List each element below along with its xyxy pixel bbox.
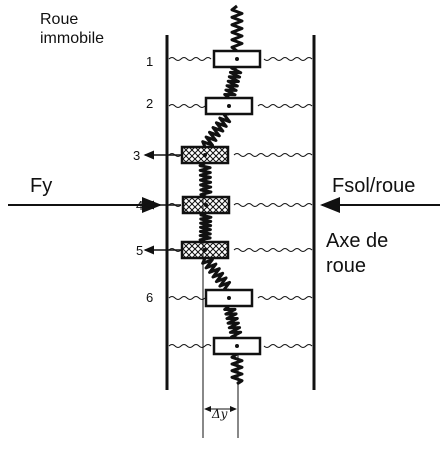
spring-segment-4 <box>198 211 213 244</box>
spring-segment-6 <box>223 304 243 340</box>
element-number-6: 6 <box>146 290 153 305</box>
tread-blocks <box>180 49 262 356</box>
tread-block-center-2 <box>227 104 231 108</box>
axis-label-line-1: Axe de <box>326 230 388 252</box>
spring-segment-2 <box>201 111 232 148</box>
tread-connector-right-1 <box>263 57 313 61</box>
spring-segment-5 <box>201 257 232 293</box>
element-number-2: 2 <box>146 96 153 111</box>
spring-segment-3 <box>198 161 213 199</box>
tread-block-center-4 <box>204 203 208 207</box>
tread-connector-right-7 <box>263 344 313 348</box>
displacement-label: Δy <box>211 407 228 421</box>
tread-connector-right-6 <box>257 296 313 300</box>
element-number-3: 3 <box>133 148 140 163</box>
element-number-5: 5 <box>136 243 143 258</box>
spring-top <box>230 4 244 53</box>
spring-segment-1 <box>223 65 243 100</box>
force-fsol-label: Fsol/roue <box>332 175 415 197</box>
title-label: Roue immobile <box>40 10 104 48</box>
tread-connector-left-6 <box>168 296 206 300</box>
tread-connector-right-4 <box>233 203 313 207</box>
tread-connector-left-2 <box>168 104 206 108</box>
title-line-2: immobile <box>40 30 105 47</box>
tread-connector-left-7 <box>168 344 212 348</box>
tread-connector-right-2 <box>257 104 313 108</box>
tread-block-center-7 <box>235 344 239 348</box>
tread-block-center-1 <box>235 57 239 61</box>
tread-block-center-3 <box>203 153 207 157</box>
axis-label-line-2: roue <box>326 255 366 277</box>
element-number-1: 1 <box>146 54 153 69</box>
tread-block-center-5 <box>203 248 207 252</box>
title-line-1: Roue <box>40 11 79 28</box>
tread-connector-right-3 <box>233 153 313 157</box>
spring-bottom <box>230 352 244 386</box>
tread-connector-right-5 <box>233 248 313 252</box>
force-fy-label: Fy <box>30 175 52 197</box>
element-number-4: 4 <box>136 198 143 213</box>
tread-block-center-6 <box>227 296 231 300</box>
tread-connector-left-1 <box>168 57 212 61</box>
spring-chain <box>198 4 244 386</box>
